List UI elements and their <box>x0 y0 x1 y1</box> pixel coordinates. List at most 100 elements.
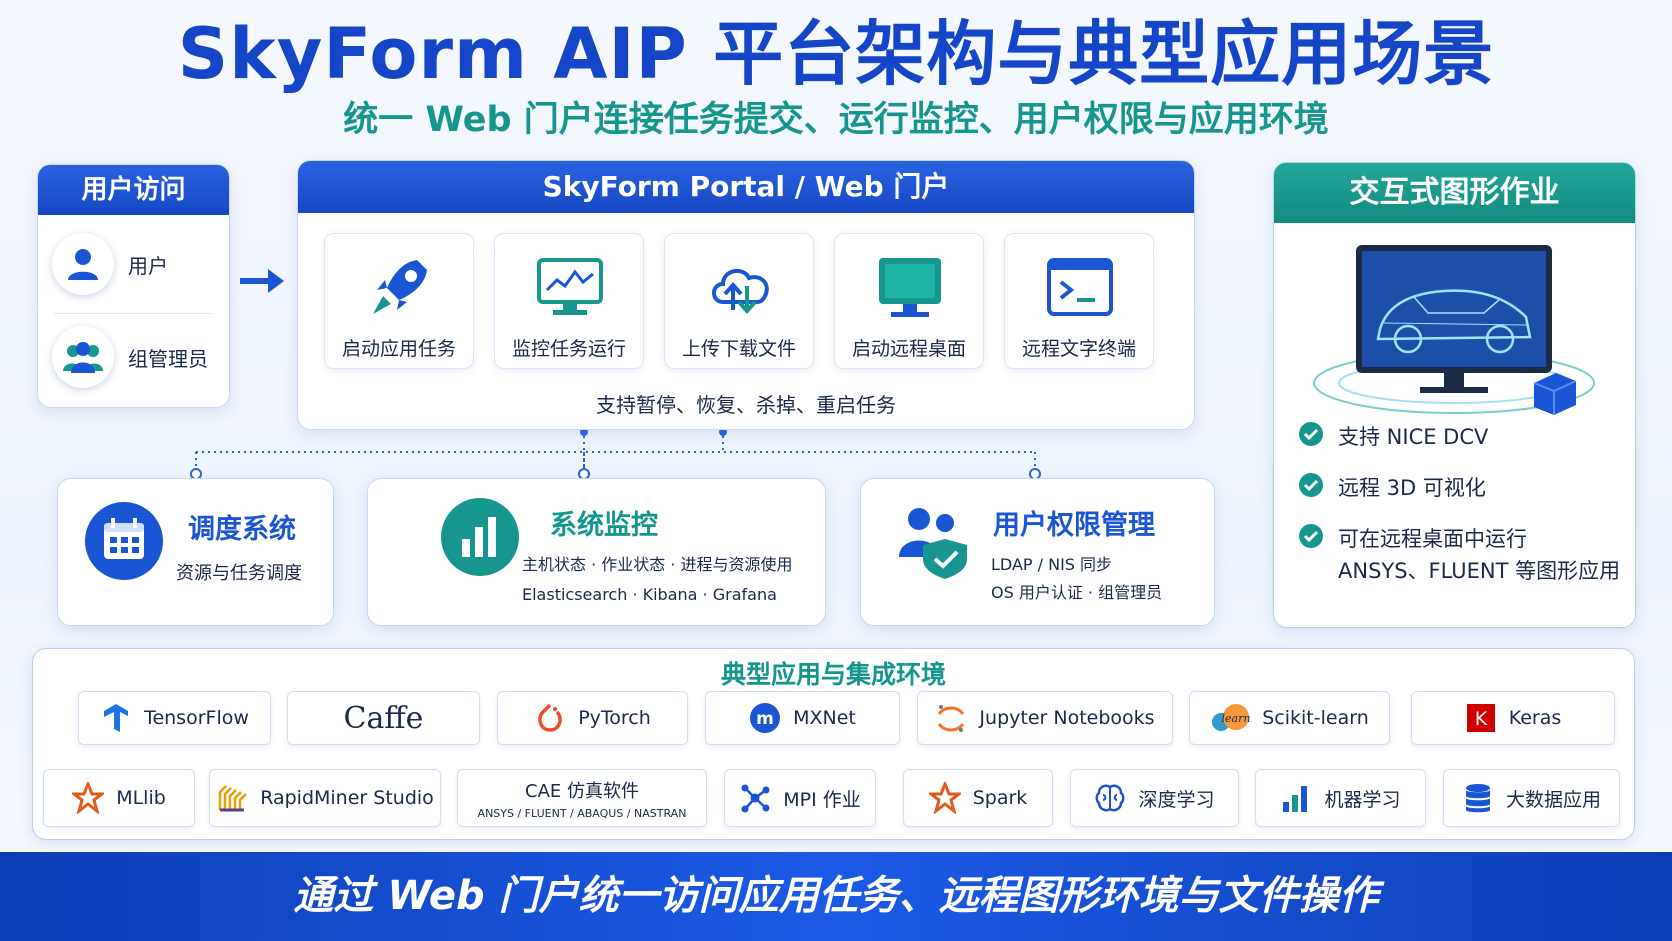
app-label: 机器学习 <box>1324 788 1401 811</box>
brain-icon <box>1095 784 1125 812</box>
user-access-panel: 用户访问 用户 组管理员 <box>37 164 230 408</box>
keras-icon: K <box>1466 704 1495 732</box>
app-label: MPI 作业 <box>783 788 861 811</box>
app-label: MXNet <box>793 707 856 729</box>
app-spark[interactable]: Spark <box>903 769 1053 827</box>
user-permission-panel: 用户权限管理 LDAP / NIS 同步 OS 用户认证 · 组管理员 <box>860 478 1215 626</box>
check-item-text: ANSYS、FLUENT 等图形应用 <box>1338 559 1621 583</box>
permission-title: 用户权限管理 <box>993 510 1155 541</box>
app-label: 大数据应用 <box>1505 788 1601 811</box>
app-scikit-learn[interactable]: learn Scikit-learn <box>1189 691 1390 745</box>
bar-chart-icon <box>1283 786 1308 812</box>
monitor-task-button[interactable]: 监控任务运行 <box>494 233 644 369</box>
desktop-icon <box>879 258 941 317</box>
calendar-icon <box>85 502 163 580</box>
apps-title: 典型应用与集成环境 <box>720 660 946 689</box>
check-item-remote-apps: 可在远程桌面中运行 ANSYS、FLUENT 等图形应用 <box>1298 523 1620 587</box>
monitor-task-label: 监控任务运行 <box>511 338 626 360</box>
app-rapidminer[interactable]: RapidMiner Studio <box>209 769 441 827</box>
check-circle-icon <box>1299 473 1323 497</box>
remote-terminal-button[interactable]: 远程文字终端 <box>1004 233 1154 369</box>
arrow-right-icon <box>240 269 284 293</box>
permission-line1: LDAP / NIS 同步 <box>991 555 1113 574</box>
app-sublabel: ANSYS / FLUENT / ABAQUS / NASTRAN <box>477 806 687 820</box>
app-machine-learning[interactable]: 机器学习 <box>1255 769 1426 827</box>
remote-terminal-label: 远程文字终端 <box>1021 338 1136 360</box>
database-icon <box>1465 784 1490 813</box>
user-item[interactable]: 用户 <box>52 229 217 299</box>
monitor-line1: 主机状态 · 作业状态 · 进程与资源使用 <box>522 555 793 574</box>
user-label: 用户 <box>128 253 168 278</box>
app-label: MLlib <box>116 787 166 809</box>
footer-banner: 通过 Web 门户统一访问应用任务、远程图形环境与文件操作 <box>0 852 1672 941</box>
app-label: Jupyter Notebooks <box>979 707 1155 729</box>
launch-app-task-button[interactable]: 启动应用任务 <box>324 233 474 369</box>
app-label: CAE 仿真软件 <box>525 780 639 802</box>
terminal-icon <box>1047 258 1113 316</box>
app-mxnet[interactable]: m MXNet <box>705 691 900 745</box>
graphics-header: 交互式图形作业 <box>1274 163 1635 223</box>
permission-line2: OS 用户认证 · 组管理员 <box>991 583 1163 602</box>
app-keras[interactable]: K Keras <box>1411 691 1615 745</box>
upload-download-label: 上传下载文件 <box>681 338 796 360</box>
user-icon <box>52 233 114 295</box>
app-cae-simulation[interactable]: CAE 仿真软件 ANSYS / FLUENT / ABAQUS / NASTR… <box>457 769 707 827</box>
app-mllib[interactable]: MLlib <box>43 769 195 827</box>
scheduler-title: 调度系统 <box>188 514 296 545</box>
portal-note: 支持暂停、恢复、杀掉、重启任务 <box>596 393 896 417</box>
check-circle-icon <box>1299 524 1323 548</box>
car-monitor-illustration <box>1313 245 1595 415</box>
svg-text:m: m <box>756 709 774 729</box>
monitor-chart-icon <box>537 258 603 315</box>
app-label: RapidMiner Studio <box>260 787 434 809</box>
user-access-header: 用户访问 <box>38 165 229 215</box>
group-admin-label: 组管理员 <box>128 346 208 371</box>
check-item-text: 可在远程桌面中运行 <box>1338 527 1527 551</box>
app-mpi[interactable]: MPI 作业 <box>724 769 876 827</box>
rapidminer-icon <box>218 785 248 812</box>
rocket-icon <box>373 260 427 314</box>
interactive-graphics-panel: 交互式图形作业 支持 NICE DCV 远程 3D 可视化 可在远程桌面中运行 … <box>1273 162 1636 628</box>
svg-text:K: K <box>1474 708 1487 730</box>
svg-text:learn: learn <box>1222 712 1250 725</box>
portal-header: SkyForm Portal / Web 门户 <box>298 161 1194 213</box>
upload-download-button[interactable]: 上传下载文件 <box>664 233 814 369</box>
app-big-data[interactable]: 大数据应用 <box>1443 769 1620 827</box>
check-item-text: 远程 3D 可视化 <box>1338 476 1486 500</box>
app-label: Keras <box>1508 707 1562 729</box>
page-subtitle: 统一 Web 门户连接任务提交、运行监控、用户权限与应用环境 <box>343 100 1329 140</box>
app-label: Spark <box>972 787 1028 809</box>
app-tensorflow[interactable]: TensorFlow <box>78 691 271 745</box>
remote-desktop-button[interactable]: 启动远程桌面 <box>834 233 984 369</box>
group-icon <box>52 326 114 388</box>
scheduler-panel: 调度系统 资源与任务调度 <box>57 478 334 626</box>
jupyter-icon <box>938 705 965 732</box>
group-admin-item[interactable]: 组管理员 <box>52 322 217 392</box>
monitor-line2: Elasticsearch · Kibana · Grafana <box>522 585 777 604</box>
check-item-3d: 远程 3D 可视化 <box>1298 472 1486 504</box>
app-pytorch[interactable]: PyTorch <box>497 691 688 745</box>
app-label: 深度学习 <box>1138 788 1215 811</box>
tensorflow-icon <box>104 704 129 732</box>
user-shield-icon <box>899 508 967 579</box>
bar-chart-icon <box>441 498 519 576</box>
apps-section: 典型应用与集成环境 TensorFlow Caffe PyTorch m MXN… <box>32 648 1635 840</box>
pytorch-icon <box>538 703 563 732</box>
cloud-transfer-icon <box>712 268 769 315</box>
app-label: TensorFlow <box>144 707 249 729</box>
check-item-dcv: 支持 NICE DCV <box>1298 421 1488 453</box>
remote-desktop-label: 启动远程桌面 <box>851 338 966 360</box>
app-jupyter[interactable]: Jupyter Notebooks <box>917 691 1173 745</box>
app-label: Scikit-learn <box>1262 707 1369 729</box>
system-monitor-panel: 系统监控 主机状态 · 作业状态 · 进程与资源使用 Elasticsearch… <box>367 478 826 626</box>
scheduler-text: 资源与任务调度 <box>176 563 302 584</box>
page-title: SkyForm AIP 平台架构与典型应用场景 <box>177 13 1495 95</box>
app-deep-learning[interactable]: 深度学习 <box>1070 769 1239 827</box>
mxnet-icon: m <box>750 703 781 733</box>
app-caffe[interactable]: Caffe <box>287 691 480 745</box>
app-label: Caffe <box>343 700 424 736</box>
scikit-learn-icon: learn <box>1212 704 1250 731</box>
launch-app-task-label: 启动应用任务 <box>341 338 456 360</box>
check-item-text: 支持 NICE DCV <box>1338 425 1489 449</box>
mllib-icon <box>72 782 105 814</box>
